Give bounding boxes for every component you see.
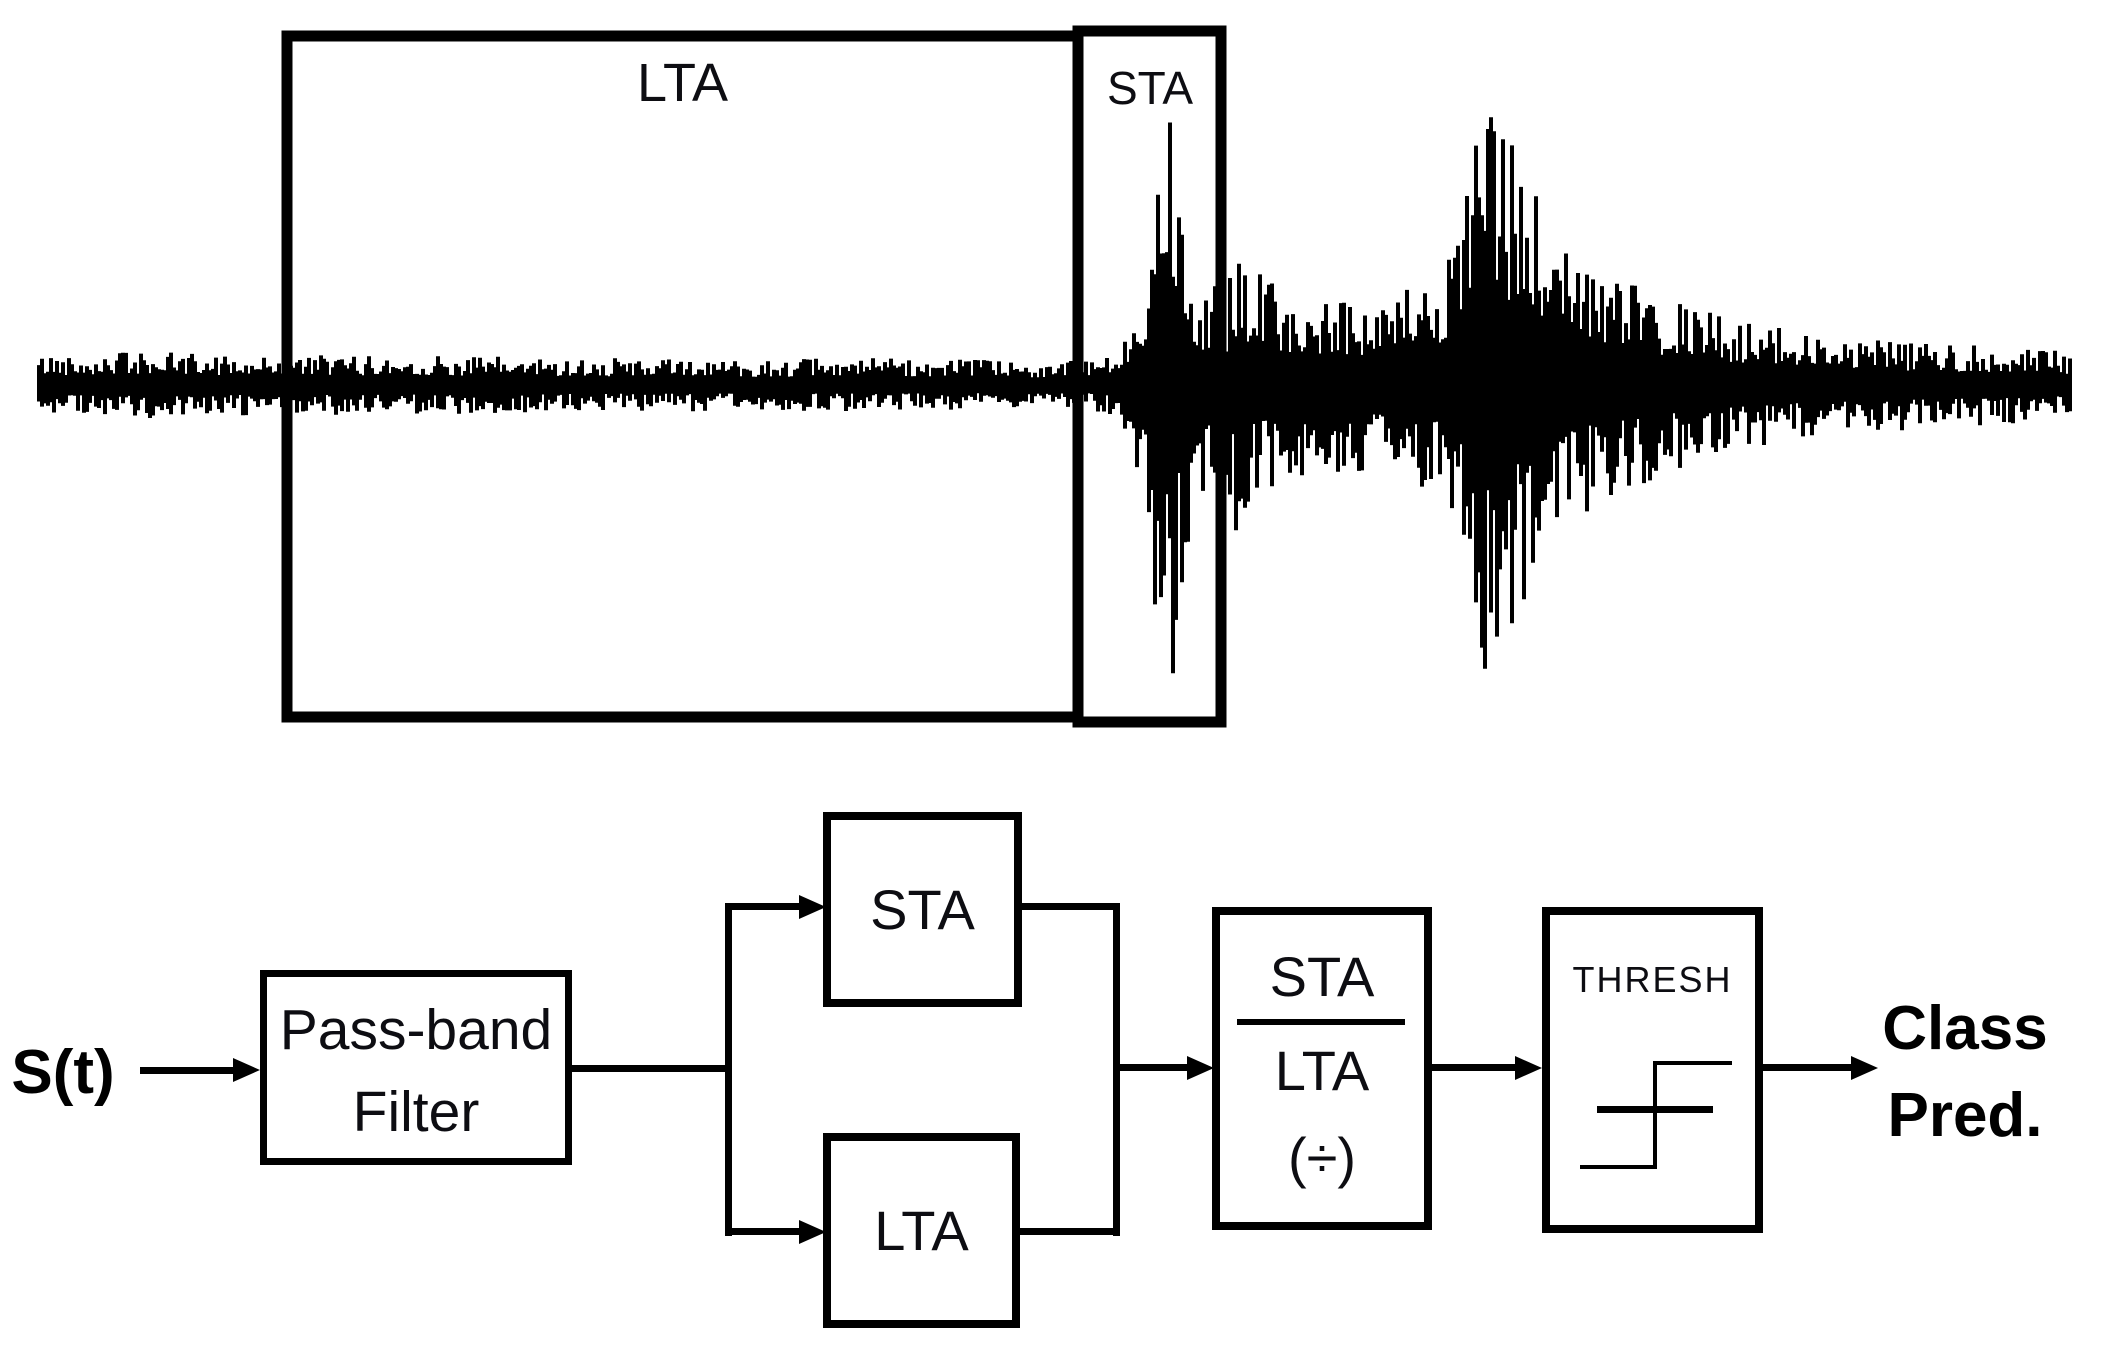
sta-window-label: STA <box>1106 62 1194 114</box>
step-icon-riser <box>1653 1061 1657 1169</box>
fraction-bar <box>1237 1019 1405 1025</box>
output-label-line1: Class <box>1882 993 2048 1063</box>
branch-split-line <box>725 903 732 1236</box>
arrowhead-into-thresh <box>1515 1056 1542 1080</box>
output-label-line2: Pred. <box>1887 1080 2043 1150</box>
connector-lta-out <box>1013 1228 1120 1235</box>
connector-branch-to-sta <box>728 903 800 910</box>
seismogram-trace <box>37 25 2072 728</box>
connector-filter-to-branch <box>565 1065 732 1072</box>
ratio-operator: (÷) <box>1287 1125 1357 1189</box>
connector-ratio-to-thresh <box>1425 1064 1516 1071</box>
sta-box-label: STA <box>870 878 975 941</box>
thresh-box-label: THRESH <box>1572 959 1733 1000</box>
arrowhead-to-output <box>1851 1056 1878 1080</box>
arrowhead-into-lta <box>799 1220 826 1244</box>
ratio-numerator: STA <box>1269 944 1375 1008</box>
input-signal-label: S(t) <box>11 1037 115 1107</box>
lta-window-label: LTA <box>636 53 729 113</box>
connector-input-to-filter <box>140 1067 235 1074</box>
passband-filter-label-line1: Pass-band <box>279 998 553 1062</box>
step-icon-upper-level <box>1655 1061 1732 1065</box>
passband-filter-label-line2: Filter <box>352 1080 480 1144</box>
step-icon-lower-level <box>1580 1165 1657 1169</box>
lta-box-label: LTA <box>874 1199 969 1262</box>
connector-merge-to-ratio <box>1113 1064 1188 1071</box>
step-icon-axis <box>1597 1106 1713 1113</box>
arrowhead-into-filter <box>233 1058 260 1082</box>
ratio-denominator: LTA <box>1274 1038 1370 1102</box>
connector-branch-to-lta <box>728 1228 800 1235</box>
connector-thresh-to-output <box>1756 1064 1852 1071</box>
arrowhead-into-sta <box>799 895 826 919</box>
connector-sta-out <box>1015 903 1120 910</box>
sta-window-box <box>1072 25 1227 728</box>
arrowhead-into-ratio <box>1187 1056 1214 1080</box>
waveform-path <box>37 117 2072 674</box>
